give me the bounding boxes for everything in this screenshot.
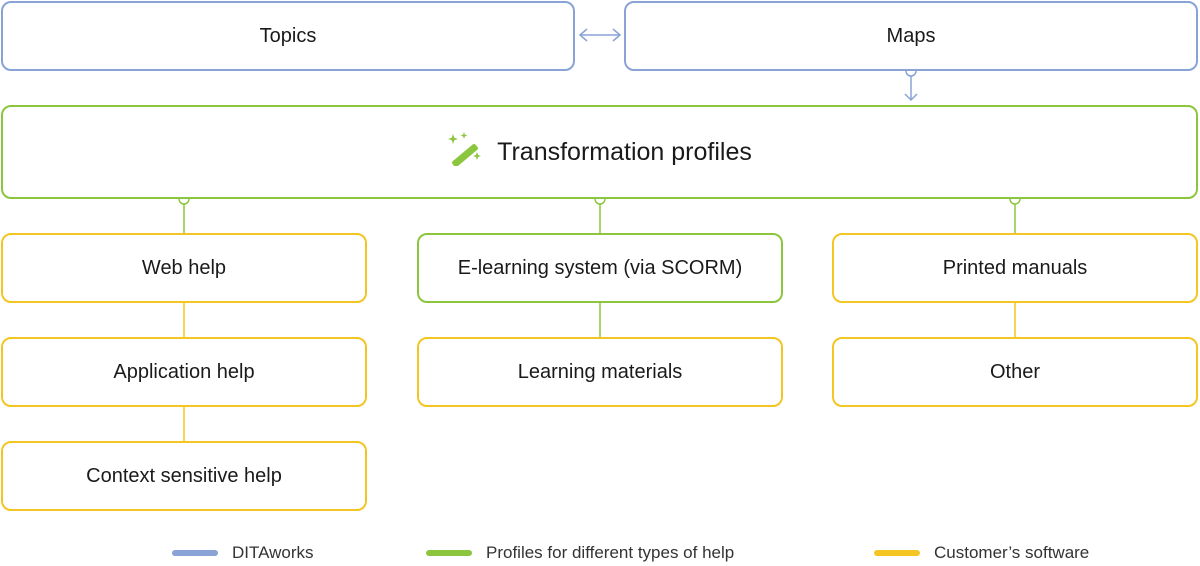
maps-node: Maps — [624, 1, 1198, 71]
context-sensitive-help-label: Context sensitive help — [86, 464, 282, 487]
web-help-label: Web help — [141, 256, 227, 279]
web-help-node: Web help — [1, 233, 367, 303]
other-node: Other — [832, 337, 1198, 407]
printed-manuals-node: Printed manuals — [832, 233, 1198, 303]
elearning-system-node: E-learning system (via SCORM) — [417, 233, 783, 303]
learning-materials-node: Learning materials — [417, 337, 783, 407]
legend-label: Customer’s software — [934, 543, 1090, 562]
application-help-label: Application help — [113, 360, 255, 383]
topics-label: Topics — [259, 24, 317, 47]
legend-label: DITAworks — [232, 543, 314, 562]
legend-label: Profiles for different types of help — [486, 543, 735, 562]
maps-label: Maps — [886, 24, 936, 47]
legend-swatch — [874, 550, 920, 556]
magic-wand-icon — [447, 131, 483, 173]
chain-connectors — [183, 303, 1016, 441]
elearning-system-label: E-learning system (via SCORM) — [457, 256, 743, 279]
profiles-branch-connectors — [178, 193, 1021, 233]
transformation-profiles-label: Transformation profiles — [497, 137, 752, 166]
maps-to-profiles-arrow — [904, 65, 918, 102]
other-label: Other — [989, 360, 1041, 383]
legend-item-ditaworks: DITAworks — [172, 543, 314, 563]
application-help-node: Application help — [1, 337, 367, 407]
topics-maps-arrow — [578, 28, 622, 42]
legend-item-profiles: Profiles for different types of help — [426, 543, 734, 563]
transformation-profiles-node: Transformation profiles — [1, 105, 1198, 199]
legend-swatch — [426, 550, 472, 556]
topics-node: Topics — [1, 1, 575, 71]
legend-item-customer-software: Customer’s software — [874, 543, 1089, 563]
legend-swatch — [172, 550, 218, 556]
context-sensitive-help-node: Context sensitive help — [1, 441, 367, 511]
learning-materials-label: Learning materials — [517, 360, 683, 383]
printed-manuals-label: Printed manuals — [942, 256, 1088, 279]
